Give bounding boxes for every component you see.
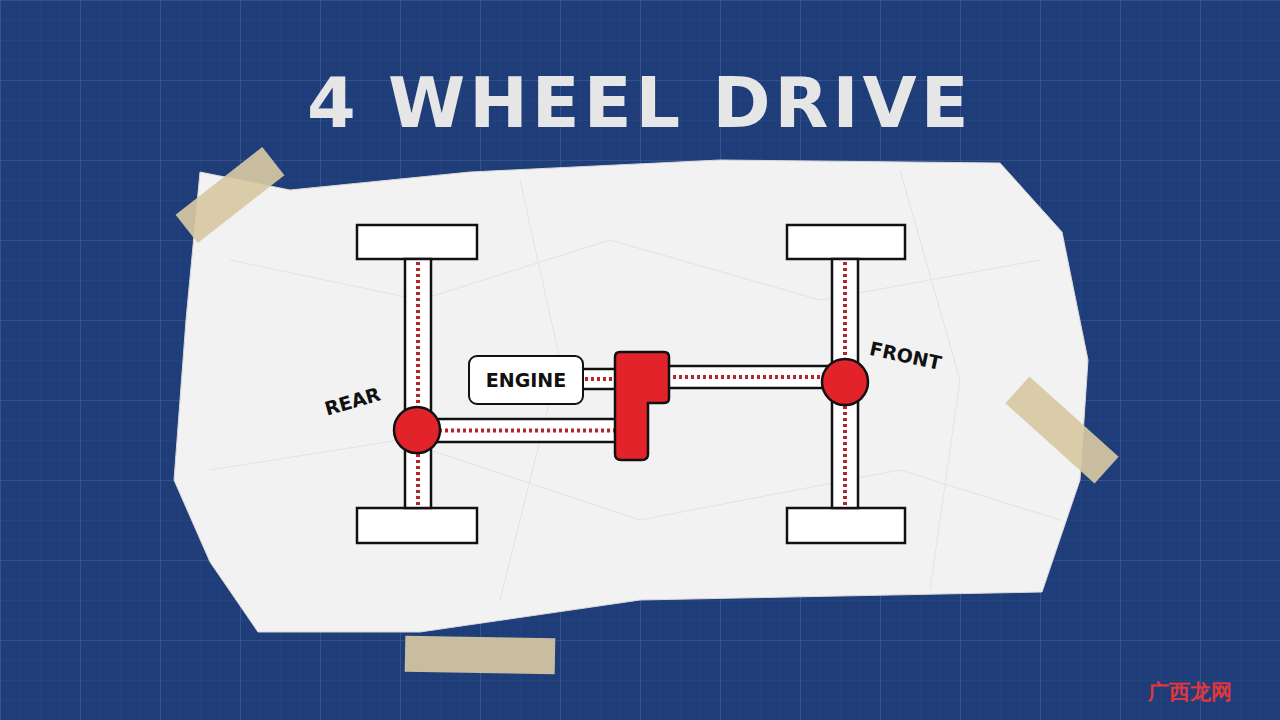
wheels (357, 225, 905, 543)
paper-creases (210, 170, 1060, 600)
transfer-case (615, 352, 669, 460)
rear-differential (394, 407, 440, 453)
engine-box: ENGINE (468, 355, 584, 405)
node-text: ENGINE (486, 369, 566, 391)
shafts (405, 259, 858, 508)
tape-strips (176, 147, 1119, 674)
diagram-title: 4 WHEEL DRIVE (307, 62, 973, 144)
shaft-centerlines (418, 262, 845, 505)
paper-sheet (174, 160, 1088, 632)
watermark: 广西龙网 (1148, 678, 1232, 706)
front-differential (822, 359, 868, 405)
